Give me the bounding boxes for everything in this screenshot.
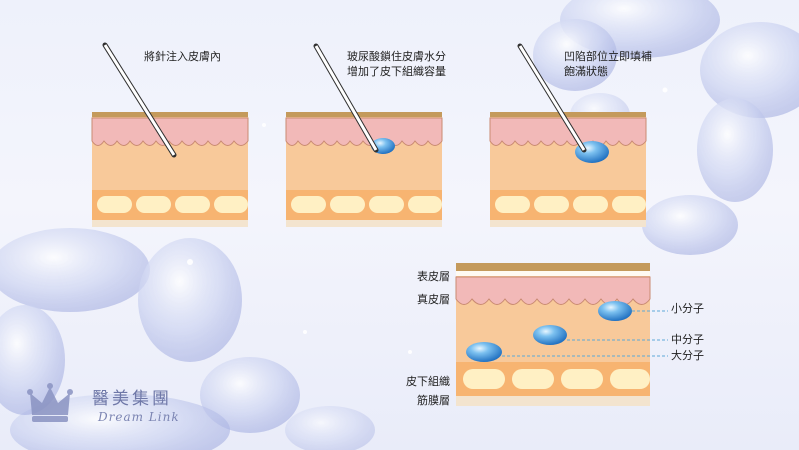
step3-caption-line1: 凹陷部位立即填補 bbox=[564, 50, 652, 63]
label-subcutaneous: 皮下組織 bbox=[406, 375, 450, 388]
step1-caption: 將針注入皮膚內 bbox=[144, 50, 221, 63]
step2-caption-line2: 增加了皮下組織容量 bbox=[347, 65, 446, 78]
skin-panel-step3 bbox=[489, 43, 647, 227]
step3-caption-line2: 飽滿狀態 bbox=[564, 65, 608, 78]
large-molecule-icon bbox=[466, 342, 502, 362]
logo-name-en: Dream Link bbox=[98, 410, 180, 424]
skin-panel-step1 bbox=[91, 42, 249, 227]
label-fascia: 筋膜層 bbox=[417, 394, 450, 407]
skin-panel-step2 bbox=[285, 43, 443, 227]
label-dermis: 真皮層 bbox=[417, 293, 450, 306]
label-medium-molecule: 中分子 bbox=[671, 333, 704, 346]
small-molecule-icon bbox=[598, 301, 632, 321]
step2-caption-line1: 玻尿酸鎖住皮膚水分 bbox=[347, 50, 446, 63]
bubble-cluster-top-right bbox=[533, 0, 799, 255]
label-epidermis: 表皮層 bbox=[417, 270, 450, 283]
crown-logo-icon bbox=[27, 383, 73, 422]
skin-legend-panel bbox=[455, 263, 668, 406]
medium-molecule-icon bbox=[533, 325, 567, 345]
label-large-molecule: 大分子 bbox=[671, 349, 704, 362]
logo-name-zh: 醫美集團 bbox=[92, 389, 172, 409]
label-small-molecule: 小分子 bbox=[671, 302, 704, 315]
